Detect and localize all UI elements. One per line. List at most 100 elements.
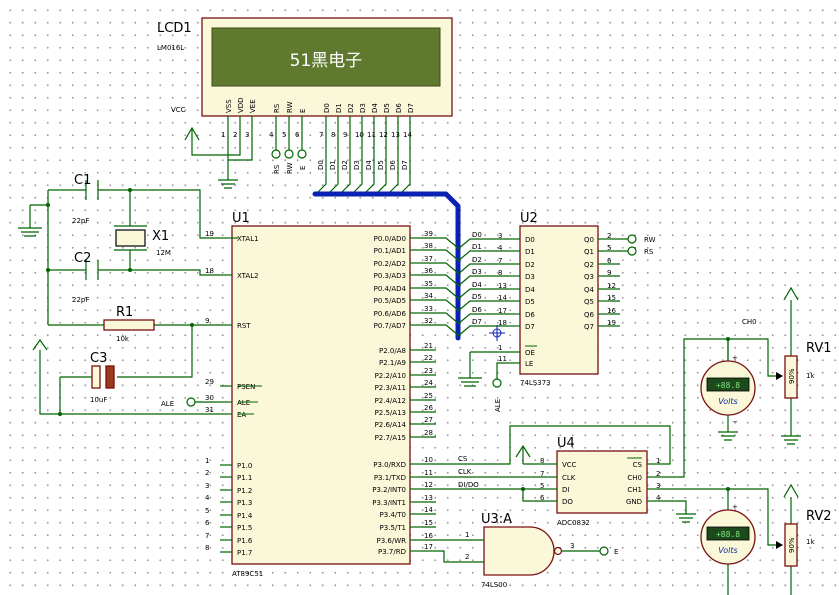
lcd-pin-name: D3 [359, 103, 367, 113]
adc-nets: CS CLK DI/DO [422, 425, 696, 523]
u1-pin-number: 7 [205, 532, 209, 540]
u1-pin-name: RST [237, 322, 251, 330]
u1-pin-name: P2.2/A10 [375, 372, 406, 380]
r1-value: 10k [116, 335, 130, 343]
lcd-e-label: E [299, 166, 307, 170]
lcd-pin-name: VEE [249, 99, 257, 113]
u4-pin-number: 3 [656, 482, 660, 490]
c1-value: 22pF [72, 217, 89, 225]
u3-body [483, 526, 555, 576]
u2-pin-name: D1 [525, 248, 535, 256]
u2-pin-name: Q2 [584, 261, 594, 269]
u2-ale-label: ALE [494, 399, 502, 412]
u1-pin-number: 3 [205, 482, 209, 490]
u3-nand-gate[interactable]: U3:A 74LS00 1 2 3 E [422, 512, 618, 589]
lcd-pin-number: 14 [403, 131, 412, 139]
u1-pin-number: 37 [424, 255, 433, 263]
voltmeter-2-label: Volts [718, 546, 737, 555]
lcd-pin-name: D6 [395, 103, 403, 113]
rv1-value: 1k [806, 372, 815, 380]
u1-pin-number: 5 [205, 507, 209, 515]
u2-part: 74LS373 [520, 379, 551, 387]
u2-oe-le-net: ALE [458, 351, 508, 412]
lcd-bus-wire [351, 140, 363, 195]
p0-bus-wire [422, 312, 459, 324]
u1-pin-number: 26 [424, 404, 433, 412]
u1-right-pins: P0.0/AD039P0.1/AD138P0.2/AD237P0.3/AD336… [372, 230, 433, 556]
lcd-rw-label: RW [286, 162, 294, 174]
lcd-module[interactable]: LCD1 LM016L 51黑电子 VSS1VDD2VEE3RS4RW5E6D0… [157, 17, 453, 140]
u2-pin-name: D3 [525, 273, 535, 281]
u1-pin-number: 9 [205, 317, 209, 325]
lcd-pin-name: E [299, 109, 307, 113]
lcd-pin-number: 1 [221, 131, 225, 139]
u1-pin-name: P0.5/AD5 [374, 297, 406, 305]
lcd-pin-number: 9 [343, 131, 347, 139]
u4-pin-number: 6 [540, 494, 545, 502]
u1-pin-number: 15 [424, 519, 433, 527]
u3-ref: U3:A [481, 512, 512, 527]
u2-rw-label: RW [644, 236, 656, 244]
p0-bus-wire [422, 249, 459, 261]
u1-pin-number: 14 [424, 506, 433, 514]
u1-pin-number: 25 [424, 392, 433, 400]
bus-u2-wire [457, 238, 508, 250]
lcd-vcc-label: VCC [171, 106, 186, 114]
voltmeter-1-label: Volts [718, 397, 737, 406]
lcd-bus-label: D5 [377, 160, 385, 170]
u1-pin-number: 34 [424, 292, 433, 300]
u4-part: ADC0832 [557, 519, 590, 527]
u1-pin-number: 24 [424, 379, 433, 387]
crystal-circuit: C1 22pF C2 22pF X1 12M R1 10k C3 1 [18, 173, 220, 416]
u4-ref: U4 [557, 436, 575, 451]
u1-pin-number: 22 [424, 354, 433, 362]
u1-pin-name: PSEN [237, 383, 255, 391]
u2-pin-name: Q5 [584, 298, 594, 306]
lcd-pin-name: VDD [237, 97, 245, 113]
lcd-bus-wire [375, 140, 387, 195]
u1-pin-name: P1.5 [237, 524, 252, 532]
voltmeter-1-reading: +88.8 [716, 381, 740, 390]
u4-pin-name: GND [626, 498, 642, 506]
rv1-body-label: 90% [788, 368, 796, 384]
lcd-ctrl-terminals: RS RW E [271, 140, 307, 174]
u1-pin-name: P3.6/WR [377, 537, 407, 545]
voltmeter-2-reading: +88.8 [716, 530, 740, 539]
voltmeter-1-minus: − [732, 418, 738, 426]
u2-pin-name: D5 [525, 298, 535, 306]
u3-e-label: E [614, 548, 618, 556]
u2-rs-label: RS [644, 248, 654, 256]
u1-pin-name: P2.6/A14 [375, 421, 407, 429]
rv1-potentiometer[interactable]: CH0 90% RV1 1k [659, 286, 832, 478]
rv2-body-label: 90% [788, 537, 796, 553]
bus-u2-label: D0 [472, 231, 482, 239]
lcd-pin-name: VSS [225, 99, 233, 113]
lcd-pin-number: 3 [245, 131, 249, 139]
u1-microcontroller[interactable]: U1 AT89C51 XTAL119XTAL218RST9PSEN29ALE30… [205, 211, 433, 578]
lcd-bus-wire [399, 140, 411, 195]
lcd-bus-wire [339, 140, 351, 195]
u1-pin-number: 4 [205, 494, 210, 502]
rv2-potentiometer[interactable]: 90% RV2 1k [659, 483, 832, 595]
crosshair-icon [489, 325, 505, 341]
u1-pin-name: EA [237, 411, 246, 419]
u1-pin-name: P3.4/T0 [380, 511, 406, 519]
u1-part: AT89C51 [232, 570, 263, 578]
voltmeter-1[interactable]: +88.8 Volts + − [700, 339, 756, 441]
lcd-pin-number: 13 [391, 131, 400, 139]
u1-pin-name: P3.0/RXD [373, 461, 406, 469]
data-bus [312, 191, 461, 341]
u1-pin-number: 6 [205, 519, 210, 527]
lcd-pin-number: 2 [233, 131, 237, 139]
u1-pin-number: 18 [205, 267, 214, 275]
voltmeter-2[interactable]: +88.8 Volts + [700, 489, 756, 595]
u1-pin-name: P1.2 [237, 487, 252, 495]
u2-pin-number: 16 [607, 307, 616, 315]
u1-pin-number: 1 [205, 457, 209, 465]
lcd-bus-wire [327, 140, 339, 195]
u1-pin-number: 13 [424, 494, 433, 502]
